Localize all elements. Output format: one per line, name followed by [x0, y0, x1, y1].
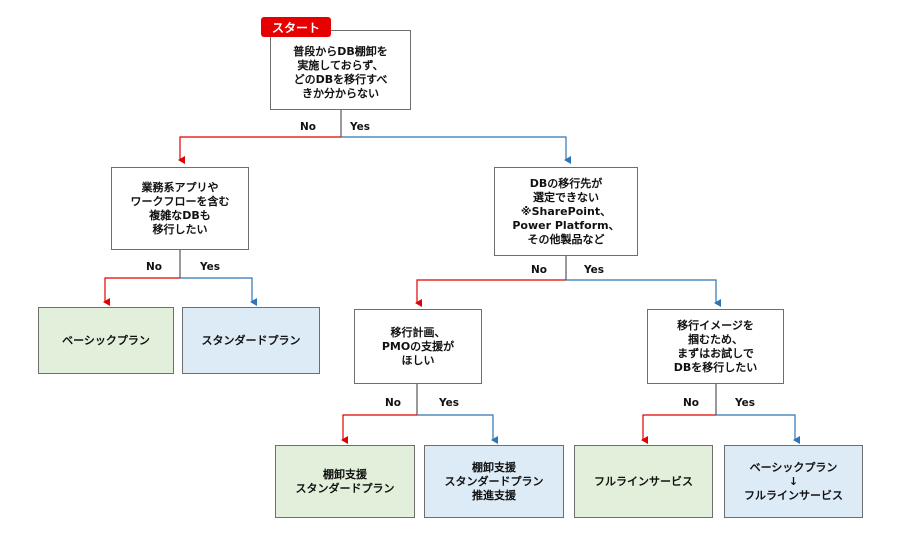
question-complex-db-text: 業務系アプリや ワークフローを含む 複雑なDBも 移行したい	[130, 180, 230, 236]
no-label-q5: No	[683, 397, 700, 409]
result-standard-plan: スタンダードプラン	[182, 307, 320, 374]
no-connector-q2	[103, 277, 180, 306]
question-start-text: 普段からDB棚卸を 実施しておらず、 どのDBを移行すべ きか分からない	[293, 45, 388, 100]
yes-connector-q2	[180, 277, 257, 306]
no-connector-q1	[178, 136, 341, 164]
question-destination-text: DBの移行先が 選定できない ※SharePoint、 Power Platfo…	[512, 176, 620, 246]
question-complex-db-node: 業務系アプリや ワークフローを含む 複雑なDBも 移行したい	[111, 167, 249, 250]
question-trial-node: 移行イメージを 掴むため、 まずはお試しで DBを移行したい	[647, 309, 784, 384]
no-label-q4: No	[385, 397, 402, 409]
result-stock-standard-promo-text: 棚卸支援 スタンダードプラン 推進支援	[444, 460, 544, 502]
result-basic-to-fullline-text: ベーシックプラン ↓ フルラインサービス	[744, 460, 843, 502]
question-start-node: 普段からDB棚卸を 実施しておらず、 どのDBを移行すべ きか分からない	[270, 30, 411, 110]
yes-connector-q1	[341, 136, 571, 164]
result-fullline-service: フルラインサービス	[574, 445, 713, 518]
question-destination-node: DBの移行先が 選定できない ※SharePoint、 Power Platfo…	[494, 167, 638, 256]
no-connector-q3	[415, 279, 566, 307]
yes-connector-q4	[417, 414, 498, 444]
result-standard-plan-text: スタンダードプラン	[201, 333, 301, 347]
question-pmo-node: 移行計画、 PMOの支援が ほしい	[354, 309, 482, 384]
yes-connector-q3	[566, 279, 721, 307]
result-stock-standard-promo: 棚卸支援 スタンダードプラン 推進支援	[424, 445, 564, 518]
start-badge: スタート	[261, 17, 331, 37]
question-trial-text: 移行イメージを 掴むため、 まずはお試しで DBを移行したい	[673, 318, 758, 374]
yes-label-q2: Yes	[200, 261, 221, 273]
yes-label-q4: Yes	[439, 397, 460, 409]
yes-label-q5: Yes	[735, 397, 756, 409]
yes-label-q3: Yes	[584, 264, 605, 276]
question-pmo-text: 移行計画、 PMOの支援が ほしい	[381, 325, 455, 367]
no-label-q2: No	[146, 261, 163, 273]
yes-connector-q5	[716, 414, 800, 444]
result-stock-standard-text: 棚卸支援 スタンダードプラン	[295, 467, 395, 495]
result-basic-to-fullline: ベーシックプラン ↓ フルラインサービス	[724, 445, 863, 518]
no-label-q1: No	[300, 121, 317, 133]
result-basic-plan-text: ベーシックプラン	[62, 333, 150, 347]
no-label-q3: No	[531, 264, 548, 276]
no-connector-q5	[641, 414, 716, 444]
result-stock-standard: 棚卸支援 スタンダードプラン	[275, 445, 415, 518]
result-fullline-service-text: フルラインサービス	[594, 474, 693, 488]
no-connector-q4	[341, 414, 417, 444]
yes-label-q1: Yes	[350, 121, 371, 133]
result-basic-plan: ベーシックプラン	[38, 307, 174, 374]
